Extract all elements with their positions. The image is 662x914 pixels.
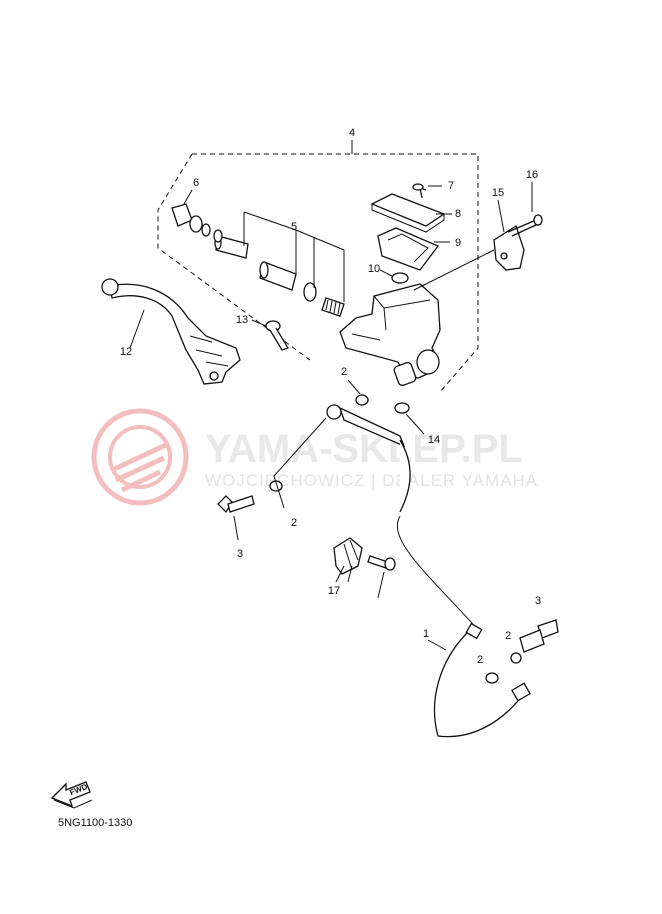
callout-2: 2 — [505, 630, 511, 642]
washer — [485, 672, 499, 684]
callout-1: 1 — [423, 628, 429, 640]
callout-2: 2 — [291, 517, 297, 529]
callout-5: 5 — [291, 221, 297, 233]
float — [391, 272, 409, 284]
callout-4: 4 — [349, 127, 355, 139]
callout-6: 7 — [448, 180, 454, 192]
watermark-subtitle: WOJCIECHOWICZ | DEALER YAMAHA — [205, 471, 538, 490]
callout-15: 16 — [526, 169, 538, 181]
union-bolt — [519, 619, 559, 653]
watermark: YAMA-SKLEP.PL WOJCIECHOWICZ | DEALER YAM… — [91, 408, 538, 506]
part-code: 5NG1100-1330 — [58, 817, 132, 829]
cap-screw — [412, 183, 427, 199]
callout-12: 13 — [236, 314, 248, 326]
callout-13: 14 — [428, 434, 440, 446]
callout-2: 2 — [477, 654, 483, 666]
fwd-arrow-icon: FWD — [50, 781, 93, 809]
banjo-fitting — [326, 404, 406, 448]
callout-10: 6 — [193, 177, 199, 189]
watermark-logo — [91, 408, 189, 506]
clamp-bolt — [367, 555, 396, 571]
union-bolt — [217, 495, 255, 514]
master-cylinder-holder — [493, 225, 525, 271]
diaphragm — [377, 227, 440, 271]
callout-3: 3 — [535, 595, 541, 607]
callout-14: 15 — [492, 187, 504, 199]
hose-clamp — [333, 537, 363, 575]
holder-bolt — [507, 214, 543, 237]
callout-8: 9 — [455, 237, 461, 249]
callout-3: 3 — [237, 548, 243, 560]
assembly-outline — [157, 153, 479, 393]
callout-16: 17 — [328, 585, 340, 597]
callouts: 4 6 5 7 8 9 10 15 16 13 12 2 14 2 3 17 3… — [120, 127, 541, 666]
pivot-bolt — [265, 320, 289, 351]
washer — [510, 652, 522, 664]
master-cylinder — [339, 283, 441, 386]
watermark-title: YAMA-SKLEP.PL — [205, 427, 523, 471]
callout-9: 10 — [368, 263, 380, 275]
clutch-lever — [101, 278, 241, 385]
washer — [355, 394, 369, 406]
callout-7: 8 — [455, 208, 461, 220]
clutch-hose — [396, 439, 531, 738]
cap-nut — [394, 402, 410, 414]
reservoir-cap — [370, 193, 446, 233]
dust-boot — [171, 203, 223, 243]
callout-2: 2 — [341, 366, 347, 378]
callout-11: 12 — [120, 346, 132, 358]
piston-kit — [214, 235, 345, 317]
